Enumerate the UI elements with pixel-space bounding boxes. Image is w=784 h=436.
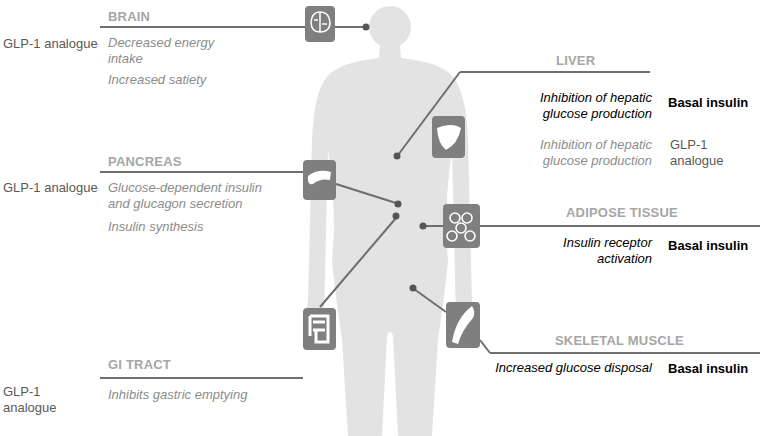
drug-label: GLP-1 analogue [3, 384, 65, 416]
leader-lines [100, 27, 760, 378]
effect-text: Insulin synthesis [108, 219, 288, 235]
effect-text: Glucose-dependent insulin and glucagon s… [108, 180, 286, 212]
drug-label: GLP-1 analogue [670, 137, 732, 169]
organ-heading: SKELETAL MUSCLE [555, 333, 755, 349]
drug-label: Basal insulin [668, 95, 778, 111]
effect-text: Inhibition of hepatic glucose production [506, 90, 652, 122]
organ-dots [363, 24, 427, 292]
effect-text: Decreased energy intake [108, 35, 226, 67]
drug-label: Basal insulin [668, 361, 778, 377]
organ-icons [303, 6, 480, 350]
organ-heading: PANCREAS [108, 154, 288, 170]
drug-label: Basal insulin [668, 238, 778, 254]
effect-text: Inhibition of hepatic glucose production [506, 137, 652, 169]
organ-heading: GI TRACT [108, 357, 288, 373]
effect-text: Increased glucose disposal [470, 360, 652, 376]
organ-heading: LIVER [556, 53, 656, 69]
organ-heading: BRAIN [108, 9, 288, 25]
organ-heading: ADIPOSE TISSUE [566, 205, 766, 221]
drug-label: GLP-1 analogue [3, 180, 103, 196]
effect-text: Increased satiety [108, 72, 288, 88]
drug-label: GLP-1 analogue [3, 36, 103, 52]
effect-text: Insulin receptor activation [536, 235, 652, 267]
effect-text: Inhibits gastric emptying [108, 387, 298, 403]
